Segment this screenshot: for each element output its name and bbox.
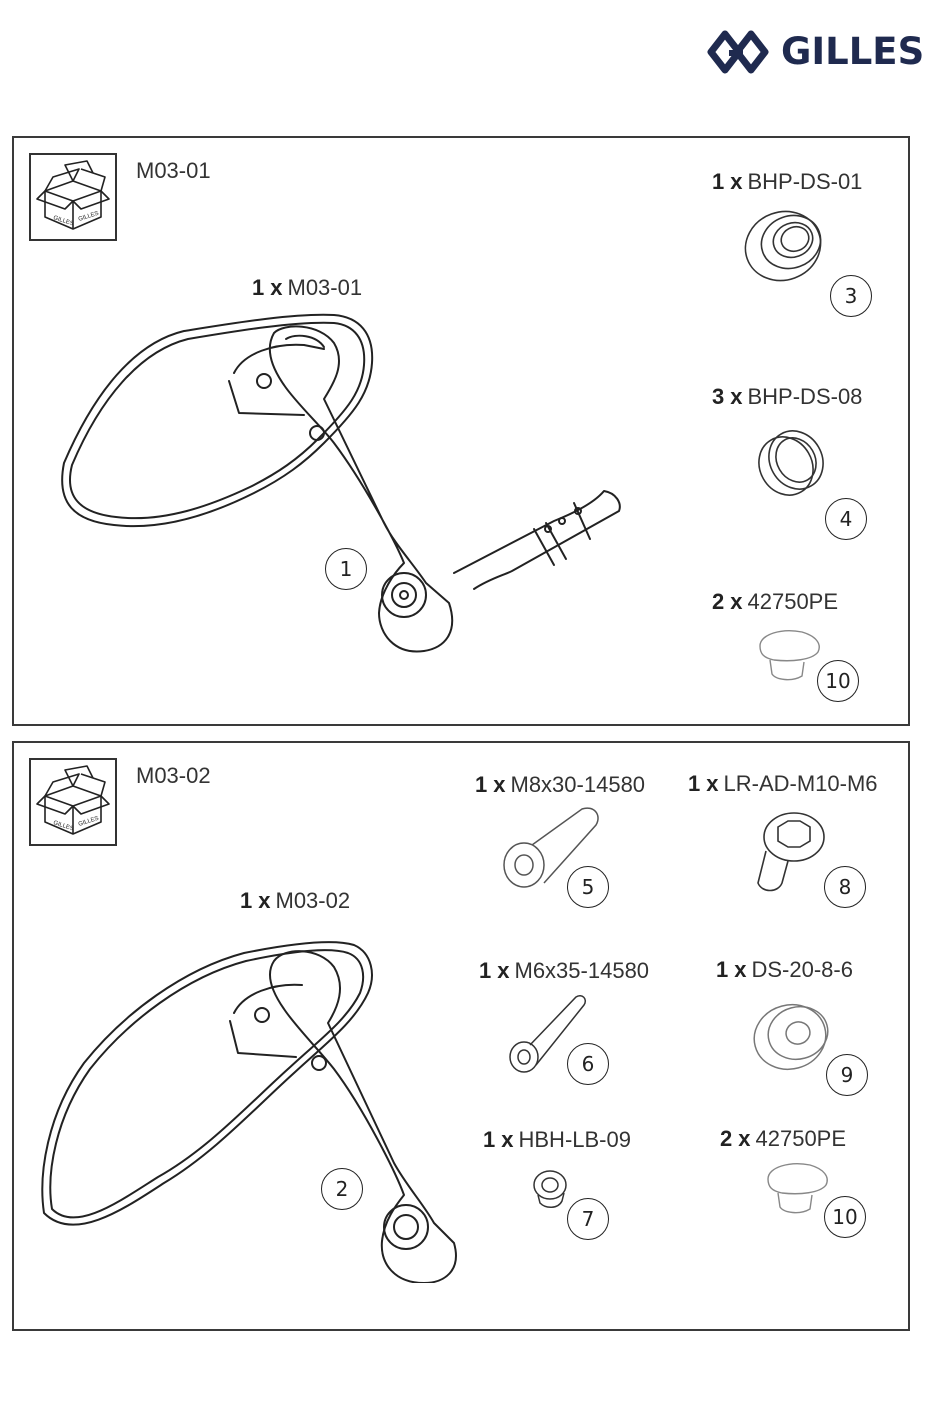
qty: 1 [240,888,252,913]
qty: 1 [252,275,264,300]
brand-logo: GILLES [705,26,910,78]
part-code: M03-02 [276,888,351,913]
part-code: 42750PE [748,589,839,614]
bearing-icon [739,204,839,294]
callout-10: 10 [817,660,859,702]
gilles-logo-icon [705,26,775,78]
part-code: M8x30-14580 [511,772,646,797]
bar-end-mirror-drawing [34,923,484,1283]
callout-9: 9 [826,1054,868,1096]
times-sign: x [497,958,509,983]
kit-code: M03-02 [136,763,211,789]
part-code: M6x35-14580 [515,958,650,983]
part-code: HBH-LB-09 [519,1127,631,1152]
kit-code: M03-01 [136,158,211,184]
qty: 1 [712,169,724,194]
times-sign: x [706,771,718,796]
callout-4: 4 [825,498,867,540]
times-sign: x [270,275,282,300]
qty: 1 [483,1127,495,1152]
part-code: BHP-DS-08 [748,384,863,409]
brand-name: GILLES [781,30,924,73]
part-code: M03-01 [288,275,363,300]
qty: 2 [712,589,724,614]
part-code: BHP-DS-01 [748,169,863,194]
callout-5: 5 [567,866,609,908]
part-code: DS-20-8-6 [752,957,853,982]
qty: 1 [475,772,487,797]
package-box-icon: GILLES GILLES [29,758,117,846]
times-sign: x [501,1127,513,1152]
times-sign: x [258,888,270,913]
callout-10: 10 [824,1196,866,1238]
callout-8: 8 [824,866,866,908]
qty: 3 [712,384,724,409]
callout-1: 1 [325,548,367,590]
bushing-icon [526,1163,576,1213]
part-code: 42750PE [756,1126,847,1151]
times-sign: x [730,589,742,614]
callout-6: 6 [567,1043,609,1085]
package-box-icon: GILLES GILLES [29,153,117,241]
qty: 1 [688,771,700,796]
qty: 2 [720,1126,732,1151]
qty: 1 [716,957,728,982]
spacer-ring-icon [754,426,834,506]
part-code: LR-AD-M10-M6 [724,771,878,796]
times-sign: x [734,957,746,982]
svg-text:GILLES: GILLES [78,816,100,828]
qty: 1 [479,958,491,983]
times-sign: x [730,169,742,194]
bar-end-mirror-drawing [34,303,634,663]
callout-7: 7 [567,1198,609,1240]
times-sign: x [493,772,505,797]
times-sign: x [738,1126,750,1151]
callout-3: 3 [830,275,872,317]
callout-2: 2 [321,1168,363,1210]
times-sign: x [730,384,742,409]
svg-text:GILLES: GILLES [78,211,100,223]
